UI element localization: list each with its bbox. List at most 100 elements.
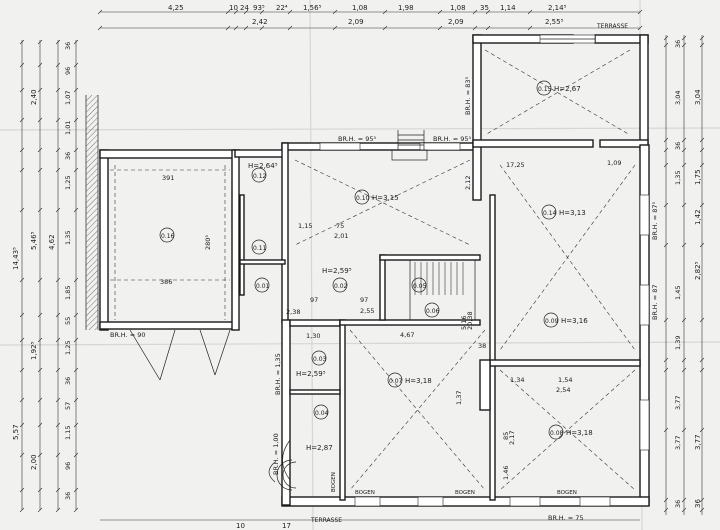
dimension-tick [19, 39, 25, 45]
dim-right-in-8: 3,77 [674, 436, 682, 450]
dimension-tick [19, 367, 25, 373]
dim: 280⁵ [204, 235, 212, 250]
annotations: TERRASSE TERRASSE BR.H. = 95⁵ BR.H. = 95… [110, 23, 659, 524]
dimension-tick [332, 9, 338, 15]
dimension-tick [73, 312, 79, 318]
room-height: H=3,13 [559, 209, 586, 217]
dimension-tick [55, 87, 61, 93]
dim-top-7: 1,08 [352, 4, 368, 12]
dimension-tick [699, 242, 705, 248]
dim-left-lower: 5,57 [12, 424, 20, 440]
dim-left-in-3: 1,07 [64, 91, 72, 105]
dimension-tick [382, 9, 388, 15]
sill-height-label: BR.H. = 75 [548, 514, 584, 522]
dim-left-in-15: 36 [64, 492, 72, 500]
dimension-tick [73, 337, 79, 343]
dim-left-in-11: 36 [64, 377, 72, 385]
dimension-tick [243, 9, 249, 15]
dimension-tick [699, 162, 705, 168]
dimension-tick [97, 9, 103, 15]
dim-left-mid-3: 4,62 [48, 234, 56, 250]
dimension-tick [663, 357, 669, 363]
dimension-tick [37, 39, 43, 45]
dim: 2,54 [556, 386, 570, 394]
dimension-tick [73, 452, 79, 458]
dimension-tick [37, 62, 43, 68]
dimension-tick [663, 427, 669, 433]
dimension-tick [663, 42, 669, 48]
dimension-tick [699, 202, 705, 208]
dim-top-2: 10 [229, 4, 238, 12]
room-id: 0.05 [413, 283, 427, 290]
dim: 1,46 [502, 466, 510, 480]
dimension-tick [19, 397, 25, 403]
dimension-tick [73, 277, 79, 283]
dim-left-in-10: 1,25 [64, 341, 72, 355]
dimension-tick [37, 117, 43, 123]
dimension-tick [663, 507, 669, 513]
dimension-tick [681, 367, 687, 373]
garage-interior-lines [110, 165, 230, 320]
dim-left-mid-4: 1,92⁵ [30, 341, 38, 360]
dim-left-in-13: 1,15 [64, 426, 72, 440]
dimension-tick [681, 35, 687, 41]
dim: 5,16 [460, 316, 468, 330]
dimension-tick [19, 452, 25, 458]
dimension-tick [233, 25, 239, 31]
dimension-tick [37, 277, 43, 283]
room-id: 0.02 [334, 283, 348, 290]
dim: 2,38 [286, 308, 300, 316]
dimension-tick [55, 167, 61, 173]
dimension-tick [19, 507, 25, 513]
dimension-tick [472, 25, 478, 31]
staircase [391, 130, 476, 321]
dimension-tick [663, 147, 669, 153]
dim-right-in-3: 36 [674, 142, 682, 150]
dim: 2,17 [508, 431, 516, 445]
dim-left-in-9: 55 [64, 317, 72, 325]
dimension-tick [37, 147, 43, 153]
dimension-tick [699, 497, 705, 503]
room-height: H=2,64⁵ [248, 162, 278, 170]
dim-top-3: 24 [240, 4, 249, 12]
room-id: 0.10 [356, 195, 370, 202]
dimension-tick [19, 87, 25, 93]
window-openings [319, 34, 650, 507]
dim-left-in-2: 96 [64, 67, 72, 75]
dimension-tick [485, 25, 491, 31]
dim: 1,54 [558, 376, 572, 384]
dim: 17,25 [506, 161, 525, 169]
dim-top-13: 2,42 [252, 18, 268, 26]
dim-right-in-2: 3,04 [674, 91, 682, 105]
room-height: H=2,67 [554, 85, 581, 93]
room-id: 0.07 [389, 378, 403, 385]
dimension-tick [73, 62, 79, 68]
dim-left-in-6: 1,25 [64, 176, 72, 190]
dimension-tick [55, 62, 61, 68]
dim-left-total: 14,43⁵ [12, 247, 20, 270]
dimension-tick [55, 277, 61, 283]
dim-left-in-14: 96 [64, 462, 72, 470]
room-height: H=2,59⁵ [322, 267, 352, 275]
room-id: 0.09 [545, 318, 559, 325]
dim-right-in-9: 36 [674, 500, 682, 508]
dimension-tick [663, 162, 669, 168]
dimension-tick [681, 427, 687, 433]
sill-height-label: BR.H. = 90 [110, 331, 146, 339]
dimension-tick [699, 35, 705, 41]
dim-top-4: 93⁵ [253, 4, 265, 12]
dimension-tick [55, 207, 61, 213]
dimension-tick [681, 357, 687, 363]
dim-right-in-4: 1,35 [674, 171, 682, 185]
arch-openings [276, 459, 297, 491]
dimension-tick [681, 242, 687, 248]
dimension-tick [73, 507, 79, 513]
dimension-tick [55, 422, 61, 428]
room-labels: 0.15 H=2,67 0.16 0.12 H=2,64⁵ 0.11 0.10 … [159, 80, 593, 452]
sill-height-label: BR.H. = 95⁵ [433, 135, 471, 143]
dimension-tick [699, 317, 705, 323]
dimension-tick [37, 312, 43, 318]
dimension-tick [681, 162, 687, 168]
dim: 1,15 [298, 222, 312, 230]
dim-right-out-5: 3,77 [694, 434, 702, 450]
